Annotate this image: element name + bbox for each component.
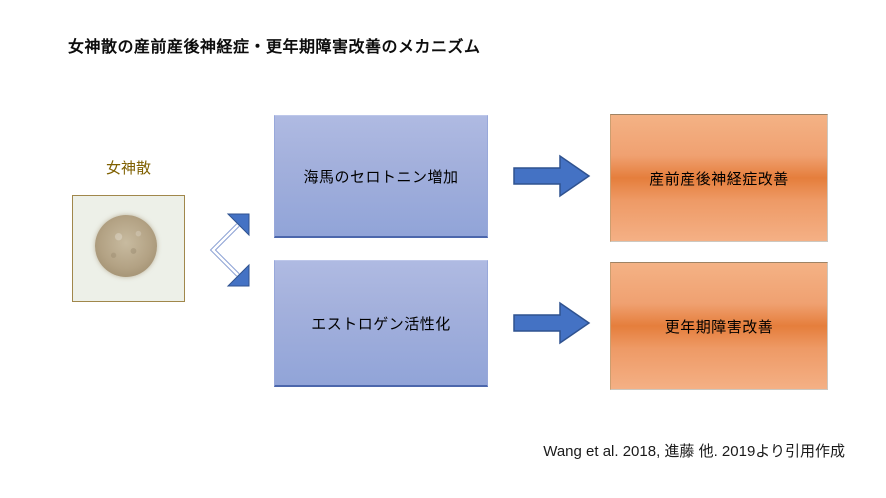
flow-arrow-icon-bottom bbox=[513, 301, 591, 345]
diagram-title: 女神散の産前産後神経症・更年期障害改善のメカニズム bbox=[68, 39, 481, 56]
powder-pile bbox=[95, 215, 157, 277]
mechanism-box-serotonin-label: 海馬のセロトニン増加 bbox=[303, 168, 459, 186]
branch-line-fill bbox=[211, 224, 239, 276]
outcome-box-menopause: 更年期障害改善 bbox=[610, 262, 828, 390]
branch-line-outline bbox=[209, 223, 240, 277]
right-arrow-shape bbox=[513, 154, 591, 198]
mechanism-box-estrogen: エストロゲン活性化 bbox=[274, 260, 488, 387]
source-label: 女神散 bbox=[105, 160, 151, 177]
citation-text: Wang et al. 2018, 進藤 他. 2019より引用作成 bbox=[543, 443, 845, 460]
outcome-box-prenatal-postnatal-label: 産前産後神経症改善 bbox=[649, 170, 789, 188]
outcome-box-prenatal-postnatal: 産前産後神経症改善 bbox=[610, 114, 828, 242]
branch-arrowhead-down-icon bbox=[226, 263, 250, 287]
outcome-box-menopause-label: 更年期障害改善 bbox=[664, 318, 774, 336]
nyoshinsan-powder-photo bbox=[72, 195, 185, 302]
flow-arrow-icon-top bbox=[513, 154, 591, 198]
mechanism-box-estrogen-label: エストロゲン活性化 bbox=[311, 315, 451, 333]
right-arrow-shape bbox=[513, 301, 591, 345]
branch-arrowhead-up-icon bbox=[226, 213, 250, 237]
mechanism-box-serotonin: 海馬のセロトニン増加 bbox=[274, 115, 488, 238]
branch-arrows-icon bbox=[209, 213, 250, 287]
